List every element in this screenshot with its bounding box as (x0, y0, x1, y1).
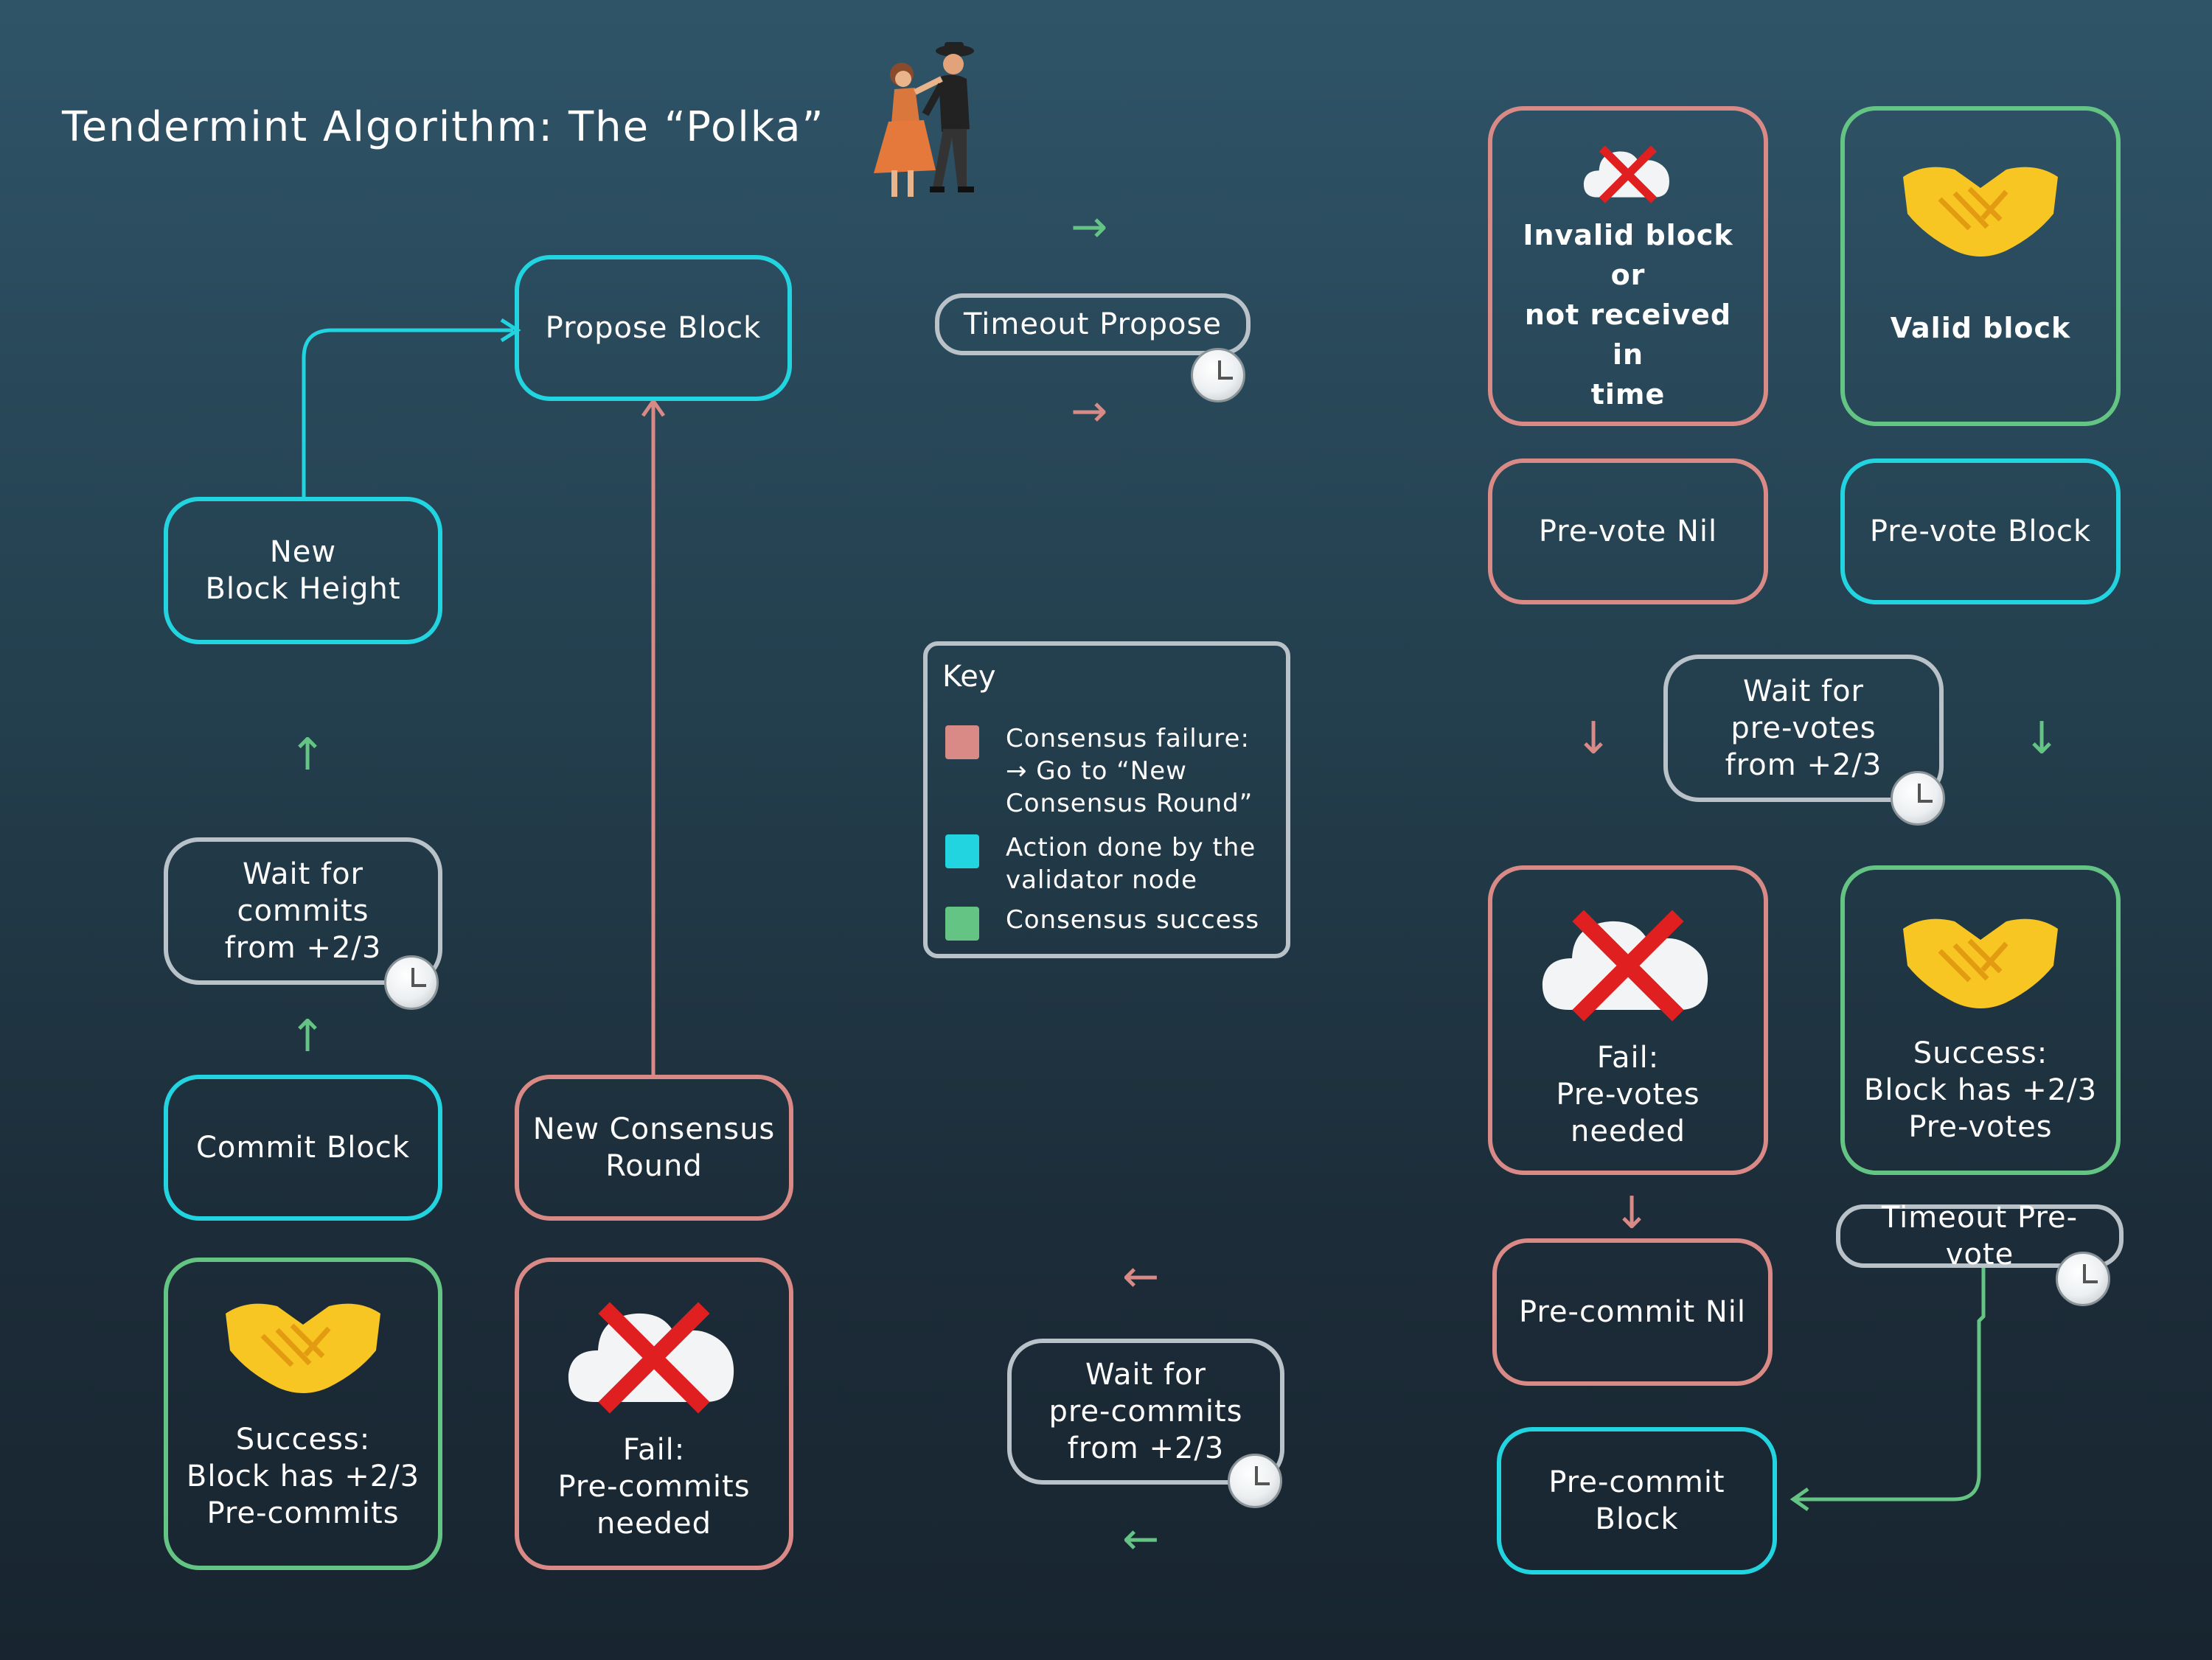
node-prevote-block: Pre-vote Block (1840, 458, 2121, 604)
clock-icon (2056, 1252, 2110, 1306)
legend-label: Action done by the validator node (1006, 833, 1256, 895)
arrow-up-to-new-height: ↑ (289, 729, 327, 781)
node-precommit-block: Pre-commit Block (1497, 1427, 1777, 1574)
arrow-left-red: ← (1122, 1251, 1160, 1302)
node-label: Pre-vote Nil (1538, 515, 1718, 548)
legend: Key Consensus failure: → Go to “New Cons… (923, 641, 1290, 958)
arrow-right-red: → (1071, 386, 1108, 437)
node-label: Success: Block has +2/3 Pre-votes (1863, 1036, 2098, 1144)
node-label: New Consensus Round (532, 1112, 776, 1183)
node-label: Wait for commits from +2/3 (224, 857, 382, 965)
node-label: Pre-commit Block (1548, 1465, 1725, 1536)
arrow-up-to-wait-commits: ↑ (289, 1011, 327, 1062)
clock-icon (1228, 1454, 1282, 1508)
node-label: Wait for pre-votes from +2/3 (1725, 674, 1882, 782)
arrowhead-propose-from-round (641, 397, 666, 417)
arrow-down-red: ↓ (1575, 713, 1613, 764)
node-label: Fail: Pre-votes needed (1556, 1041, 1700, 1148)
node-label: Success: Block has +2/3 Pre-commits (186, 1423, 420, 1530)
dancers-icon (874, 42, 974, 197)
node-fail-precommits: Fail: Pre-commits needed (515, 1258, 793, 1570)
node-label: Propose Block (545, 311, 762, 345)
node-wait-precommits: Wait for pre-commits from +2/3 (1007, 1339, 1284, 1485)
arrow-down-green: ↓ (2023, 713, 2061, 764)
legend-swatch (945, 725, 979, 759)
diagram-title: Tendermint Algorithm: The “Polka” (62, 103, 825, 151)
legend-swatch (945, 907, 979, 941)
node-label: Pre-commit Nil (1518, 1295, 1747, 1329)
arrow-right-green: → (1071, 201, 1108, 253)
legend-label: Consensus success (1006, 905, 1260, 935)
node-label: Wait for pre-commits from +2/3 (1048, 1358, 1243, 1465)
clock-icon (1891, 771, 1945, 826)
node-new-consensus-round: New Consensus Round (515, 1075, 793, 1221)
node-label: Valid block (1890, 312, 2071, 344)
connector-timeout-prevote-to-precommit (1796, 1268, 1986, 1502)
handshake-icon (226, 1303, 380, 1393)
node-label: Fail: Pre-commits needed (557, 1433, 751, 1541)
node-new-block-height: New Block Height (164, 497, 442, 644)
arrow-left-green: ← (1122, 1513, 1160, 1565)
legend-title: Key (942, 660, 996, 694)
legend-item-failure: Consensus failure: → Go to “New Consensu… (945, 722, 1253, 820)
node-label: Commit Block (195, 1131, 411, 1165)
handshake-icon (1903, 167, 2058, 257)
arrowhead-precommit-block (1790, 1487, 1809, 1512)
connector-new-height-to-propose (302, 328, 513, 497)
node-success-precommits: Success: Block has +2/3 Pre-commits (164, 1258, 442, 1570)
node-label: New Block Height (205, 535, 401, 606)
legend-item-action: Action done by the validator node (945, 831, 1256, 896)
node-timeout-propose: Timeout Propose (935, 293, 1251, 355)
node-commit-block: Commit Block (164, 1075, 442, 1221)
clock-icon (384, 955, 439, 1010)
node-label: Invalid block or not received in time (1523, 219, 1733, 411)
node-label: Pre-vote Block (1869, 515, 2092, 548)
node-fail-prevotes: Fail: Pre-votes needed (1488, 865, 1768, 1175)
node-label: Timeout Propose (964, 307, 1222, 341)
node-invalid-block: Invalid block or not received in time (1488, 106, 1768, 426)
node-prevote-nil: Pre-vote Nil (1488, 458, 1768, 604)
legend-swatch (945, 834, 979, 868)
legend-label: Consensus failure: → Go to “New Consensu… (1006, 724, 1253, 818)
handshake-icon (1903, 918, 2058, 1008)
node-propose-block: Propose Block (515, 255, 792, 401)
clock-icon (1191, 348, 1245, 402)
red-x-cloud-icon (1583, 145, 1669, 203)
node-wait-commits: Wait for commits from +2/3 (164, 837, 442, 985)
node-wait-prevotes: Wait for pre-votes from +2/3 (1663, 655, 1944, 802)
legend-item-success: Consensus success (945, 904, 1259, 941)
arrow-down-to-precommit-nil: ↓ (1613, 1188, 1651, 1239)
node-precommit-nil: Pre-commit Nil (1492, 1238, 1773, 1386)
red-x-cloud-icon (1542, 910, 1708, 1022)
red-x-cloud-icon (568, 1302, 734, 1414)
node-timeout-prevote: Timeout Pre-vote (1836, 1201, 2124, 1272)
node-success-prevotes: Success: Block has +2/3 Pre-votes (1840, 865, 2121, 1175)
node-valid-block: Valid block (1840, 106, 2121, 426)
node-label: Timeout Pre-vote (1881, 1201, 2079, 1272)
